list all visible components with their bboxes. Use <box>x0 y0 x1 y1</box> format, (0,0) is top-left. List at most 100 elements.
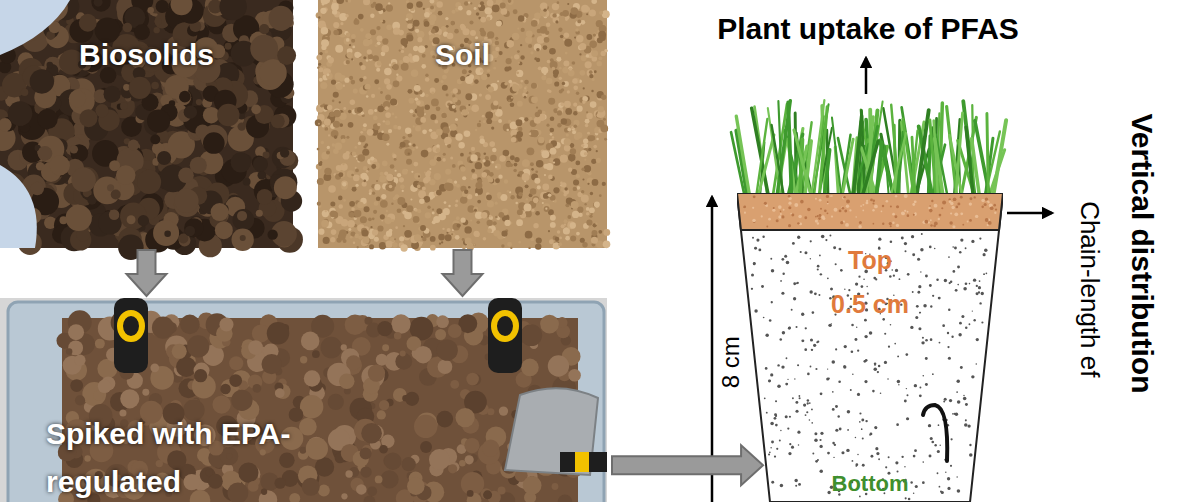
grain <box>365 33 371 39</box>
grain <box>363 0 370 5</box>
grain <box>570 148 576 154</box>
grain <box>348 211 354 217</box>
grain <box>354 52 360 58</box>
grain <box>352 187 357 192</box>
grain <box>460 153 464 157</box>
grain <box>393 80 400 87</box>
grain <box>445 169 451 175</box>
grain <box>480 17 486 23</box>
grain <box>351 80 356 85</box>
grain <box>380 200 388 208</box>
grain <box>352 59 354 61</box>
grain <box>480 31 486 37</box>
grain <box>330 201 335 206</box>
grain <box>372 229 378 235</box>
grain <box>375 44 378 47</box>
grain <box>568 154 576 162</box>
grain <box>409 109 413 113</box>
grain <box>452 229 454 231</box>
grain <box>391 202 393 204</box>
grain <box>377 225 383 231</box>
grain <box>363 123 367 127</box>
grain <box>487 220 493 226</box>
grain <box>481 74 487 80</box>
grain <box>534 117 541 124</box>
grain <box>531 130 539 138</box>
clump <box>138 215 149 226</box>
grain <box>583 138 588 143</box>
grain <box>430 88 436 94</box>
grain <box>520 55 524 59</box>
grain <box>518 192 522 196</box>
grain <box>550 116 555 121</box>
clump <box>79 14 97 32</box>
grain <box>485 112 493 120</box>
clump <box>60 216 68 224</box>
grain <box>531 20 538 27</box>
grain <box>385 120 390 125</box>
clump <box>243 178 251 186</box>
grain <box>518 127 523 132</box>
grain <box>561 182 566 187</box>
grain <box>487 31 494 38</box>
grain <box>570 235 576 241</box>
grain <box>509 191 511 193</box>
grain <box>525 184 529 188</box>
grain <box>478 4 485 11</box>
grain <box>477 123 481 127</box>
grain <box>530 51 533 54</box>
grain <box>440 80 443 83</box>
grain <box>400 185 405 190</box>
grain <box>436 106 441 111</box>
grain <box>469 20 473 24</box>
grain <box>317 178 324 185</box>
grain <box>512 84 519 91</box>
grain <box>468 1 470 3</box>
grain <box>380 20 383 23</box>
grain <box>438 234 445 241</box>
grain <box>577 106 583 112</box>
grain <box>353 175 360 182</box>
grain <box>580 150 587 157</box>
grain <box>366 59 368 61</box>
grain <box>452 10 456 14</box>
grain <box>431 29 436 34</box>
grain <box>434 78 439 83</box>
grain <box>561 102 565 106</box>
grain <box>524 96 527 99</box>
grain <box>408 53 412 57</box>
grain <box>567 90 570 93</box>
grain <box>501 82 508 89</box>
grain <box>516 119 523 126</box>
clump <box>165 336 188 359</box>
grain <box>418 175 420 177</box>
grain <box>427 170 431 174</box>
grain <box>480 139 485 144</box>
grain <box>351 174 354 177</box>
grain <box>590 135 596 141</box>
grain <box>596 150 598 152</box>
grain <box>404 56 406 58</box>
grain <box>424 105 429 110</box>
grain <box>528 247 530 249</box>
clump <box>250 35 278 63</box>
clump <box>253 156 268 171</box>
grain <box>424 21 430 27</box>
grain <box>331 211 339 219</box>
grain <box>580 20 585 25</box>
grain <box>584 152 588 156</box>
grain <box>396 74 398 76</box>
grain <box>430 114 436 120</box>
grain <box>421 150 429 158</box>
grain <box>602 182 606 186</box>
grain <box>479 93 482 96</box>
grain <box>543 45 548 50</box>
grain <box>332 143 335 146</box>
grain <box>407 89 412 94</box>
grain <box>562 67 568 73</box>
grain <box>548 193 552 197</box>
grain <box>518 15 524 21</box>
grain <box>419 199 425 205</box>
grain <box>589 215 592 218</box>
clump <box>185 226 195 236</box>
